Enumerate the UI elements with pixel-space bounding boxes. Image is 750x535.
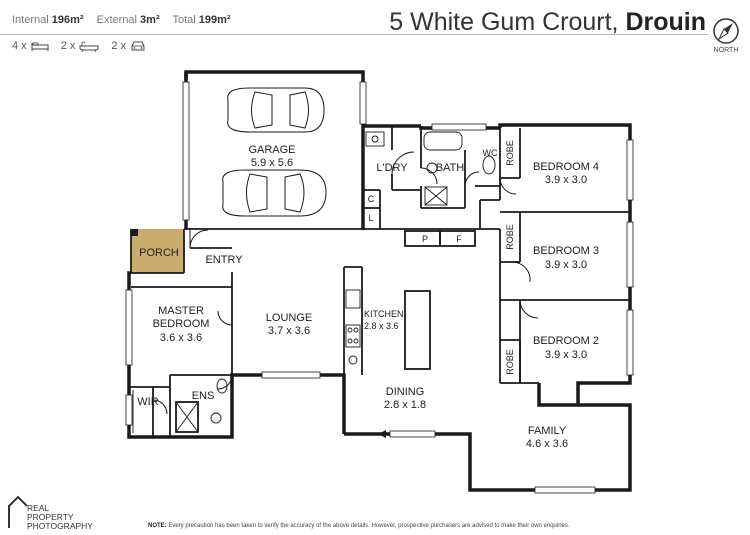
fridge-label: F xyxy=(456,234,462,244)
kitchen-label: KITCHEN xyxy=(364,309,404,319)
fixtures xyxy=(132,131,496,433)
master-label-line2: BEDROOM xyxy=(153,318,210,330)
master-label-line1: MASTER xyxy=(158,305,204,317)
note-label: NOTE: xyxy=(148,523,167,529)
internal-area-label: Internal xyxy=(12,14,49,26)
lounge-dims: 3.7 x 3.6 xyxy=(268,325,310,337)
total-area-label: Total xyxy=(172,14,196,26)
bath-count: 2 x xyxy=(60,40,76,52)
garage-label: GARAGE xyxy=(248,144,295,156)
interior-walls xyxy=(129,126,630,437)
robe-label-bedroom2: ROBE xyxy=(505,349,515,375)
car-icon xyxy=(131,41,145,51)
bedroom2-dims: 3.9 x 3.0 xyxy=(545,349,587,361)
bed-icon xyxy=(31,42,49,51)
north-label: NORTH xyxy=(713,47,739,54)
family-label: FAMILY xyxy=(528,425,567,437)
brand-line-3: PHOTOGRAPHY xyxy=(27,521,93,531)
dining-label: DINING xyxy=(386,386,425,398)
bath-icon xyxy=(79,41,99,52)
internal-area-value: 196m² xyxy=(51,14,84,26)
brand-line-1: REAL xyxy=(27,503,50,513)
brand-logo-icon xyxy=(8,495,28,528)
pantry-label: P xyxy=(422,234,428,244)
master-dims: 3.6 x 3.6 xyxy=(160,332,202,344)
external-area-value: 3m² xyxy=(140,14,160,26)
kitchen-dims: 2.8 x 3.6 xyxy=(364,321,399,331)
lounge-label: LOUNGE xyxy=(266,312,312,324)
floor-area-summary: Internal 196m² External 3m² Total 199m² xyxy=(12,14,231,26)
entry-arrow xyxy=(378,430,386,438)
bedroom3-dims: 3.9 x 3.0 xyxy=(545,259,587,271)
entry-label: ENTRY xyxy=(205,254,243,266)
bedroom3-label: BEDROOM 3 xyxy=(533,245,599,257)
garage-dims: 5.9 x 5.6 xyxy=(251,157,293,169)
bedroom4-label: BEDROOM 4 xyxy=(533,161,599,173)
wir-label: WIR xyxy=(137,396,158,408)
robe-label-bedroom4: ROBE xyxy=(505,140,515,166)
brand-line-2: PROPERTY xyxy=(27,512,74,522)
suburb-name: Drouin xyxy=(625,8,706,36)
cupboard-l-label: L xyxy=(368,213,373,223)
bath-label: BATH xyxy=(436,162,465,174)
bedroom2-label: BEDROOM 2 xyxy=(533,335,599,347)
family-dims: 4.6 x 3.6 xyxy=(526,438,568,450)
compass-icon xyxy=(713,18,739,44)
robe-label-bedroom3: ROBE xyxy=(505,224,515,250)
street-address: 5 White Gum Crourt, xyxy=(389,8,619,36)
porch-post xyxy=(131,229,138,236)
car-count: 2 x xyxy=(111,40,127,52)
car-outline-2 xyxy=(222,169,327,217)
feature-counts: 4 x 2 x 2 x xyxy=(12,40,154,52)
laundry-label: L'DRY xyxy=(376,162,408,174)
dining-dims: 2.8 x 1.8 xyxy=(384,399,426,411)
car-outline-1 xyxy=(227,87,325,133)
total-area-value: 199m² xyxy=(198,14,231,26)
header-divider xyxy=(0,34,708,35)
ens-label: ENS xyxy=(192,390,215,402)
note-text: Every precaution has been taken to verif… xyxy=(168,523,570,529)
disclaimer-note: NOTE: Every precaution has been taken to… xyxy=(148,523,570,529)
property-address: 5 White Gum Crourt, Drouin xyxy=(389,8,706,37)
bed-count: 4 x xyxy=(12,40,27,52)
wc-label: WC xyxy=(483,148,498,158)
porch-area xyxy=(131,229,184,273)
external-area-label: External xyxy=(96,14,137,26)
windows xyxy=(125,81,634,494)
bedroom4-dims: 3.9 x 3.0 xyxy=(545,174,587,186)
cupboard-c-label: C xyxy=(368,194,375,204)
porch-label: PORCH xyxy=(139,247,179,259)
brand-name: REAL PROPERTY PHOTOGRAPHY xyxy=(27,504,93,531)
